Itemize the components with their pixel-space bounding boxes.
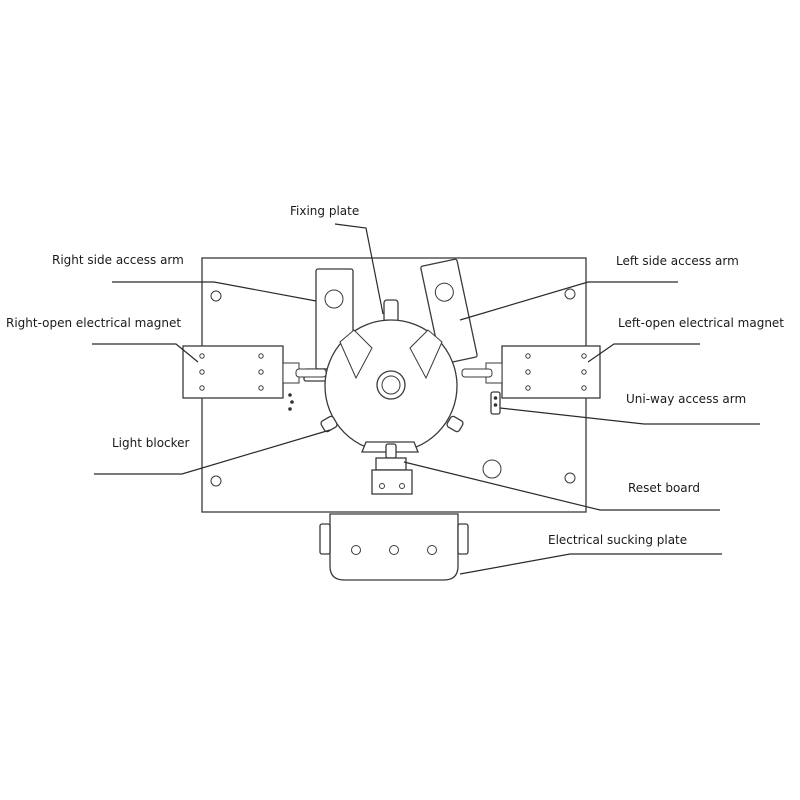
mount-hole	[210, 475, 222, 487]
left-side-access-arm	[420, 258, 478, 365]
label-light-blocker: Light blocker	[112, 436, 190, 450]
label-fixing-plate: Fixing plate	[290, 204, 360, 218]
mount-hole	[564, 472, 576, 484]
mount-hole-large	[482, 459, 502, 479]
mount-hole	[564, 288, 576, 300]
uni-way-access-arm	[490, 391, 501, 415]
electrical-sucking-plate	[319, 513, 469, 581]
label-electrical-sucking-plate: Electrical sucking plate	[548, 533, 688, 547]
leader-lines	[92, 223, 760, 575]
reset-board	[371, 443, 413, 495]
label-reset-board: Reset board	[628, 481, 700, 495]
left-open-electrical-magnet	[461, 345, 601, 399]
label-uni-way-access-arm: Uni-way access arm	[626, 392, 747, 406]
label-right-side-access-arm: Right side access arm	[52, 253, 184, 267]
label-left-open-magnet: Left-open electrical magnet	[618, 316, 785, 330]
label-left-side-access-arm: Left side access arm	[616, 254, 739, 268]
mount-hole	[210, 290, 222, 302]
label-right-open-magnet: Right-open electrical magnet	[6, 316, 182, 330]
right-open-electrical-magnet	[182, 345, 327, 411]
fixing-plate	[320, 299, 464, 453]
